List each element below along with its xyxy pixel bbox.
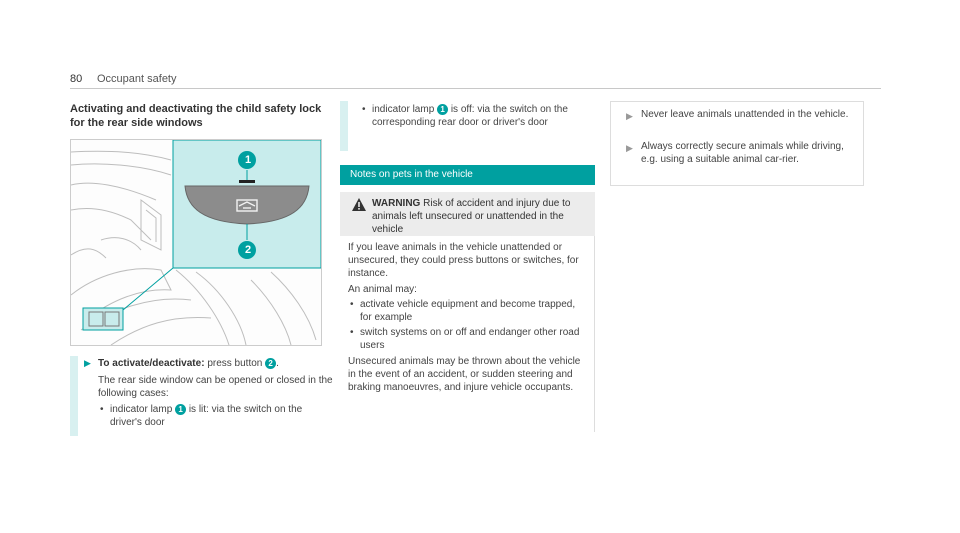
instruction-step: To activate/deactivate: press button 2. [98, 357, 279, 369]
step-label: To activate/deactivate: [98, 358, 205, 369]
instruction-paragraph: The rear side window can be opened or cl… [98, 375, 333, 399]
instruction-block: ▶ To activate/deactivate: press button 2… [84, 357, 333, 429]
pet-tips-box: ▶ Never leave animals unattended in the … [610, 101, 864, 186]
step-text: press button [207, 358, 263, 369]
callout-badge-1: 1 [175, 403, 187, 415]
warning-paragraph-2: An animal may: [348, 284, 417, 295]
warning-text: Risk of accident and injury due to anima… [372, 198, 571, 235]
bullet-indicator-off: indicator lamp 1 is off: via the switch … [360, 103, 592, 129]
bullet-text-post: is lit: via the switch on the driver's d… [110, 404, 303, 428]
warning-body: If you leave animals in the vehicle unat… [340, 236, 595, 432]
content-side-bar [70, 356, 78, 436]
pets-section-heading: Notes on pets in the vehicle [340, 165, 595, 185]
col2-bullet-block: indicator lamp 1 is off: via the switch … [360, 103, 592, 129]
callout-1-label: 1 [244, 154, 252, 166]
list-arrow-icon: ▶ [626, 111, 633, 121]
content-side-bar-col2 [340, 101, 348, 151]
warning-paragraph-1: If you leave animals in the vehicle unat… [348, 242, 579, 279]
warning-bullet: activate vehicle equipment and become tr… [348, 298, 586, 324]
section-title-line1: Activating and deactivating the child sa… [70, 103, 322, 115]
bullet-text-post: is off: via the switch on the correspond… [372, 104, 568, 128]
pet-tip-item: Always correctly secure animals while dr… [641, 141, 844, 165]
bullet-indicator-lit: indicator lamp 1 is lit: via the switch … [98, 403, 333, 429]
section-title: Activating and deactivating the child sa… [70, 102, 340, 130]
door-panel-drawing [71, 140, 321, 345]
step-arrow-icon: ▶ [84, 358, 91, 368]
warning-triangle-icon [352, 198, 366, 211]
list-arrow-icon: ▶ [626, 143, 633, 153]
header-divider [70, 88, 881, 89]
warning-bullet: switch systems on or off and endanger ot… [348, 326, 586, 352]
section-title-line2: for the rear side windows [70, 117, 203, 129]
warning-paragraph-3: Unsecured animals may be thrown about th… [348, 356, 581, 393]
bullet-text-pre: indicator lamp [372, 104, 435, 115]
door-panel-illustration: 1 2 [70, 139, 322, 346]
bullet-text-pre: indicator lamp [110, 404, 173, 415]
page-number: 80 [70, 73, 83, 85]
callout-2-label: 2 [244, 244, 252, 256]
callout-badge-1: 1 [437, 103, 449, 115]
warning-label: WARNING [372, 198, 421, 209]
callout-badge-2: 2 [265, 357, 277, 369]
section-name: Occupant safety [97, 73, 177, 85]
warning-box: WARNING Risk of accident and injury due … [340, 192, 595, 236]
pet-tip-item: Never leave animals unattended in the ve… [641, 109, 849, 120]
